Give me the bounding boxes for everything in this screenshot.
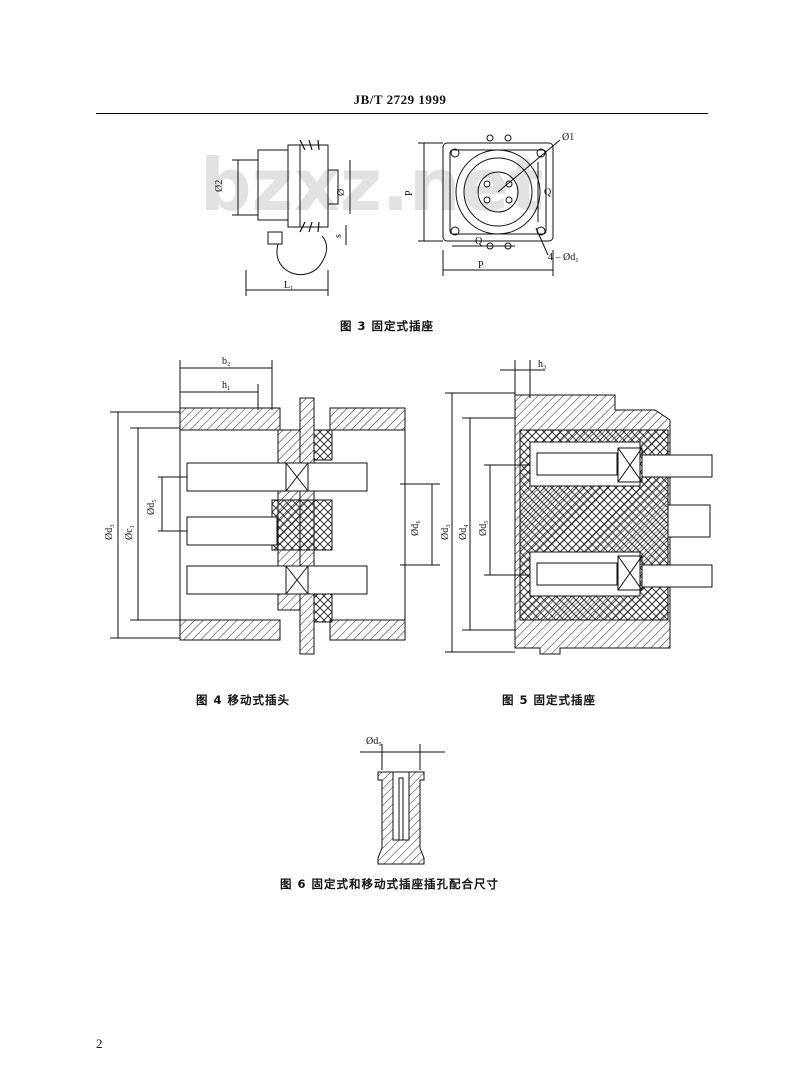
svg-text:b₂: b₂ xyxy=(222,356,231,367)
svg-text:Ød₃: Ød₃ xyxy=(104,524,115,540)
figure-3-caption: 图 3 固定式插座 xyxy=(340,319,435,333)
svg-text:Ød₉: Ød₉ xyxy=(366,736,382,747)
figure-3-drawing xyxy=(232,134,561,296)
figure-4-caption: 图 4 移动式插头 xyxy=(196,693,291,707)
figure-6-labels: Ød₉ xyxy=(366,736,382,747)
svg-text:Ød₆: Ød₆ xyxy=(410,520,421,536)
svg-text:4 – Ød₁: 4 – Ød₁ xyxy=(548,252,579,263)
svg-text:Ød₅: Ød₅ xyxy=(478,520,489,536)
figure-6-caption: 图 6 固定式和移动式插座插孔配合尺寸 xyxy=(280,877,500,891)
figure-3-labels: Ø2 Ø s L₁ P Q Ø1 Q P 4 – Ød₁ xyxy=(214,132,579,291)
svg-text:L₁: L₁ xyxy=(284,280,294,291)
svg-text:P: P xyxy=(404,190,415,196)
svg-text:Q: Q xyxy=(544,187,552,198)
page-header: JB/T 2729 1999 xyxy=(353,92,447,107)
svg-text:s: s xyxy=(333,234,344,238)
watermark: bzxz.net xyxy=(200,143,544,227)
svg-text:Q: Q xyxy=(475,236,483,247)
svg-text:Ød₃: Ød₃ xyxy=(440,524,451,540)
figure-4-labels: b₂ h₁ Ød₃ Øc₁ Ød₅ Ød₆ xyxy=(104,356,421,540)
header-rule xyxy=(96,113,708,114)
svg-text:h₁: h₁ xyxy=(222,380,231,391)
svg-text:Ød₄: Ød₄ xyxy=(458,524,469,540)
page-number: 2 xyxy=(96,1036,103,1051)
svg-text:Ø: Ø xyxy=(336,189,347,196)
figure-5-caption: 图 5 固定式插座 xyxy=(502,693,597,707)
figure-4-drawing xyxy=(110,360,440,655)
svg-text:Ø2: Ø2 xyxy=(214,180,225,192)
svg-text:Ød₅: Ød₅ xyxy=(146,499,157,515)
svg-text:P: P xyxy=(478,260,484,271)
svg-text:Ø1: Ø1 xyxy=(562,132,574,143)
figure-5-labels: h₃ Ød₃ Ød₄ Ød₅ xyxy=(440,359,547,540)
svg-text:Øc₁: Øc₁ xyxy=(124,525,135,540)
figure-6-drawing xyxy=(360,744,445,865)
figure-5-drawing xyxy=(445,360,713,655)
svg-text:h₃: h₃ xyxy=(538,359,547,370)
